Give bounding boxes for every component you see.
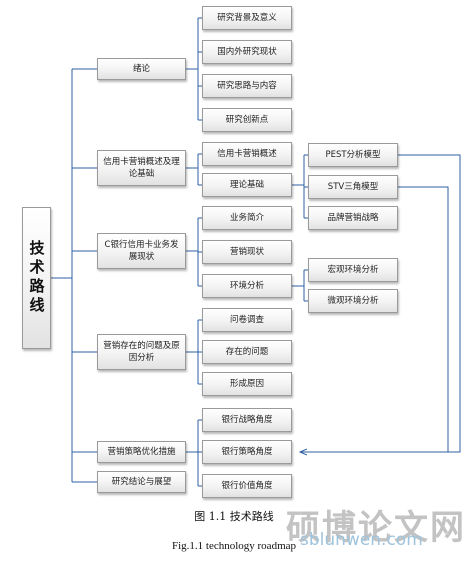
node-label: 环境分析 [229, 281, 264, 291]
node-label: 问卷调查 [229, 315, 264, 325]
node-literature: 国内外研究现状 [202, 40, 292, 64]
node-label: 研究背景及意义 [217, 13, 277, 23]
watermark-url: sblunwen.com [300, 530, 423, 550]
node-tactics-angle: 银行策略角度 [202, 440, 292, 464]
node-problems-causes: 营销存在的问题及原因分析 [97, 334, 186, 370]
node-label: 研究创新点 [225, 115, 269, 125]
node-label: 业务简介 [229, 213, 264, 223]
node-pest-model: PEST分析模型 [308, 143, 398, 167]
root-label: 技术路线 [27, 240, 46, 316]
node-optimization: 营销策略优化措施 [97, 441, 186, 463]
node-label: 存在的问题 [225, 347, 269, 357]
node-label: 营销现状 [229, 247, 264, 257]
node-questionnaire: 问卷调查 [202, 308, 292, 332]
watermark-text: 硕博论文网 [286, 508, 466, 548]
node-label: 国内外研究现状 [217, 47, 277, 57]
node-label: C银行信用卡业务发展现状 [104, 240, 179, 262]
figure-caption-chinese: 图 1.1 技术路线 [194, 510, 274, 523]
node-label: 研究思路与内容 [217, 81, 277, 91]
node-label: 营销存在的问题及原因分析 [103, 341, 180, 363]
node-label: 营销策略优化措施 [107, 447, 176, 457]
node-label: 信用卡营销概述及理论基础 [103, 157, 180, 179]
node-label: STV三角模型 [327, 182, 379, 192]
node-environment-analysis: 环境分析 [202, 274, 292, 298]
node-label: 品牌营销战略 [327, 213, 379, 223]
node-introduction: 绪论 [97, 58, 186, 80]
node-label: 微观环境分析 [327, 296, 379, 306]
node-stv-model: STV三角模型 [308, 175, 398, 199]
node-marketing-status: 营销现状 [202, 240, 292, 264]
root-node-technology-roadmap: 技术路线 [22, 207, 51, 349]
node-strategy-angle: 银行战略角度 [202, 408, 292, 432]
node-business-intro: 业务简介 [202, 206, 292, 230]
node-micro-environment: 微观环境分析 [308, 289, 398, 313]
node-card-marketing-overview: 信用卡营销概述 [202, 142, 292, 166]
node-label: 形成原因 [229, 379, 264, 389]
node-theory-basis: 理论基础 [202, 173, 292, 197]
node-marketing-theory: 信用卡营销概述及理论基础 [97, 150, 186, 186]
node-label: 绪论 [132, 64, 150, 74]
node-brand-strategy: 品牌营销战略 [308, 206, 398, 230]
node-value-angle: 银行价值角度 [202, 474, 292, 498]
node-existing-problems: 存在的问题 [202, 340, 292, 364]
node-background: 研究背景及意义 [202, 6, 292, 30]
feedback-line-pest [300, 154, 461, 452]
node-label: 银行价值角度 [221, 481, 273, 491]
node-label: 理论基础 [229, 180, 264, 190]
node-label: PEST分析模型 [325, 150, 381, 160]
feedback-line-stv [398, 186, 449, 452]
figure-caption-english: Fig.1.1 technology roadmap [171, 540, 297, 552]
node-conclusion: 研究结论与展望 [97, 471, 186, 493]
node-innovation: 研究创新点 [202, 108, 292, 132]
node-causes: 形成原因 [202, 372, 292, 396]
node-label: 研究结论与展望 [111, 477, 172, 487]
node-label: 银行战略角度 [221, 415, 273, 425]
node-macro-environment: 宏观环境分析 [308, 258, 398, 282]
node-label: 宏观环境分析 [327, 265, 379, 275]
node-approach: 研究思路与内容 [202, 74, 292, 98]
node-bank-status: C银行信用卡业务发展现状 [97, 233, 186, 269]
node-label: 银行策略角度 [221, 447, 273, 457]
node-label: 信用卡营销概述 [217, 149, 277, 159]
